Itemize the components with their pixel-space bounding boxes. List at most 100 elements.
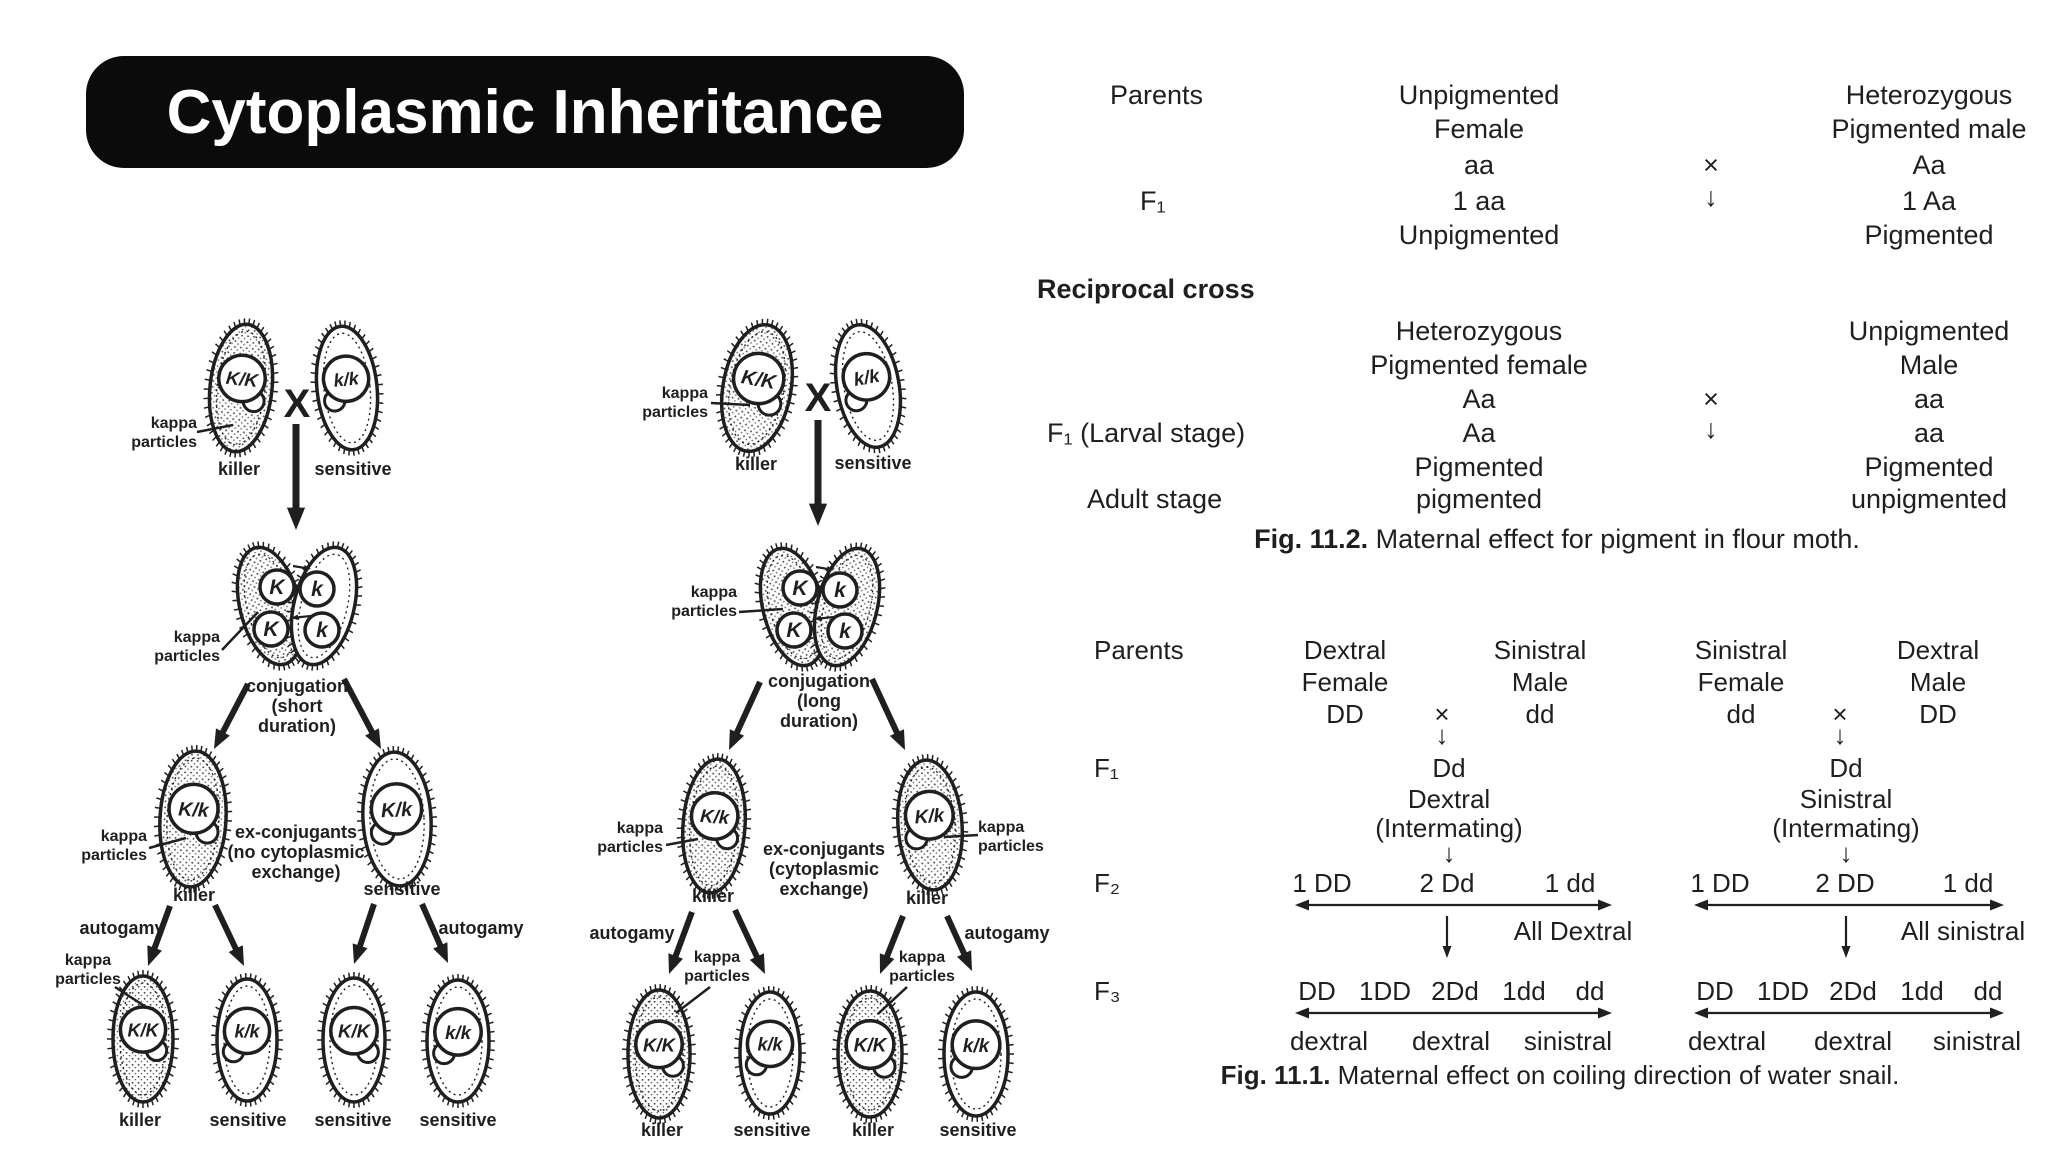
- row-label-f3: F₃: [1094, 976, 1121, 1006]
- f2-value: 1 dd: [1942, 868, 1994, 898]
- f3-value: dd: [1575, 976, 1605, 1006]
- cross2-right-genotype: aa: [1913, 384, 1945, 414]
- cross2-right-line: Male: [1899, 350, 1959, 380]
- male-genotype: dd: [1525, 699, 1555, 729]
- svg-text:k: k: [316, 619, 329, 642]
- f3-value: 1dd: [1900, 976, 1944, 1006]
- svg-text:k/k: k/k: [234, 1022, 260, 1042]
- down-arrow: ↓: [1833, 720, 1847, 750]
- kappa-particles-label: kappa particles: [889, 949, 955, 985]
- paramecium-cell: K/K: [107, 970, 179, 1108]
- f2-value: 1 DD: [1690, 868, 1750, 898]
- row-label-f1: F₁: [1140, 186, 1166, 216]
- paramecium-cell: k/k: [734, 986, 806, 1120]
- svg-text:k/k: k/k: [333, 368, 361, 391]
- cell-label-killer: killer: [734, 454, 778, 474]
- figure-caption-text: Maternal effect for pigment in flour mot…: [1368, 524, 1860, 554]
- paramecium-cell: K/K: [317, 972, 391, 1108]
- cross-symbol: X: [804, 376, 832, 420]
- exconjugant-note: ex-conjugants (cytoplasmic exchange): [762, 839, 886, 899]
- figure-caption-number: Fig. 11.1.: [1220, 1060, 1331, 1090]
- down-arrow: ↓: [1839, 838, 1853, 868]
- row-label-f1: F₁: [1094, 753, 1119, 783]
- row-label-parents: Parents: [1110, 80, 1204, 110]
- female-line: Female: [1697, 667, 1785, 697]
- title-banner: Cytoplasmic Inheritance: [86, 56, 964, 168]
- kappa-particles-label: kappa particles: [55, 952, 121, 988]
- f3-phenotype: sinistral: [1523, 1026, 1613, 1056]
- svg-text:k: k: [839, 620, 852, 643]
- f1-intermating: (Intermating): [1772, 813, 1920, 843]
- autogamy-label: autogamy: [964, 923, 1050, 943]
- paramecium-cell: K/K: [622, 984, 696, 1124]
- f2-value: 1 dd: [1544, 868, 1596, 898]
- cross-sign: ×: [1703, 150, 1719, 180]
- svg-text:K/K: K/K: [127, 1020, 160, 1040]
- paramecium-cell: K/k: [356, 746, 438, 892]
- cross1-left-line: Female: [1433, 114, 1525, 144]
- f1-intermating: (Intermating): [1375, 813, 1523, 843]
- f3-phenotype: dextral: [1687, 1026, 1767, 1056]
- conjugation-note: conjugation (short duration): [246, 676, 348, 736]
- row-label-adult: Adult stage: [1087, 484, 1223, 514]
- f3-value: 2Dd: [1829, 976, 1877, 1006]
- cross2-left-line: Pigmented female: [1370, 350, 1588, 380]
- svg-text:k/k: k/k: [757, 1035, 783, 1055]
- paramecium-cell: k/k: [938, 986, 1014, 1122]
- kappa-particles-label: kappa particles: [131, 415, 197, 451]
- cell-label-sensitive: sensitive: [314, 1110, 392, 1130]
- f1-phenotype: Sinistral: [1799, 784, 1893, 814]
- result-right: Pigmented: [1864, 220, 1994, 250]
- male-line: Dextral: [1896, 635, 1980, 665]
- row-label-f2: F₂: [1094, 868, 1120, 898]
- autogamy-label: autogamy: [589, 923, 675, 943]
- paramecium-cell: k/k: [310, 320, 384, 456]
- female-line: Dextral: [1303, 635, 1387, 665]
- f3-phenotype: dextral: [1813, 1026, 1893, 1056]
- reciprocal-cross-heading: Reciprocal cross: [1037, 274, 1255, 304]
- f3-value: 1DD: [1358, 976, 1412, 1006]
- f2-value: 2 DD: [1815, 868, 1875, 898]
- svg-text:K/K: K/K: [338, 1021, 372, 1042]
- f1-genotype: Dd: [1432, 753, 1466, 783]
- cell-label-killer: killer: [691, 886, 735, 906]
- f1-right: aa: [1913, 418, 1945, 448]
- f2-value: 1 DD: [1292, 868, 1352, 898]
- female-genotype: DD: [1326, 699, 1364, 729]
- cell-label-sensitive: sensitive: [939, 1120, 1017, 1140]
- adult-left: pigmented: [1415, 484, 1543, 514]
- cell-label-killer: killer: [640, 1120, 684, 1140]
- kappa-particles-label: kappa particles: [642, 385, 708, 421]
- male-genotype: DD: [1919, 699, 1957, 729]
- f2-result: All Dextral: [1513, 916, 1633, 946]
- f3-value: DD: [1298, 976, 1336, 1006]
- f2-result: All sinistral: [1900, 916, 2026, 946]
- paramecium-cell: K/K: [203, 318, 279, 458]
- adult-right: unpigmented: [1850, 484, 2008, 514]
- f1-phenotype: Dextral: [1407, 784, 1491, 814]
- female-line: Sinistral: [1694, 635, 1788, 665]
- cell-label-killer: killer: [217, 459, 261, 479]
- kappa-particles-label: kappa particles: [978, 819, 1044, 855]
- cross2-left-genotype: Aa: [1462, 384, 1496, 414]
- row-label-f1-larval: F₁ (Larval stage): [1047, 418, 1246, 448]
- cell-label-sensitive: sensitive: [314, 459, 392, 479]
- paramecium-cell: K/k: [676, 753, 752, 899]
- f1-left: 1 aa: [1452, 186, 1506, 216]
- cross2-left-line: Heterozygous: [1395, 316, 1563, 346]
- cell-label-killer: killer: [905, 888, 949, 908]
- cell-label-killer: killer: [118, 1110, 162, 1130]
- cell-label-sensitive: sensitive: [363, 879, 441, 899]
- result-left: Unpigmented: [1398, 220, 1560, 250]
- cross1-left-line: Unpigmented: [1398, 80, 1560, 110]
- cross-symbol: X: [283, 382, 311, 426]
- cross-sign: ×: [1703, 384, 1719, 414]
- cell-label-sensitive: sensitive: [733, 1120, 811, 1140]
- paramecium-cell: K/K: [715, 318, 799, 458]
- f3-phenotype: sinistral: [1932, 1026, 2022, 1056]
- female-line: Female: [1301, 667, 1389, 697]
- svg-text:K/k: K/k: [178, 798, 211, 822]
- down-arrow: ↓: [1704, 414, 1718, 444]
- female-genotype: dd: [1726, 699, 1756, 729]
